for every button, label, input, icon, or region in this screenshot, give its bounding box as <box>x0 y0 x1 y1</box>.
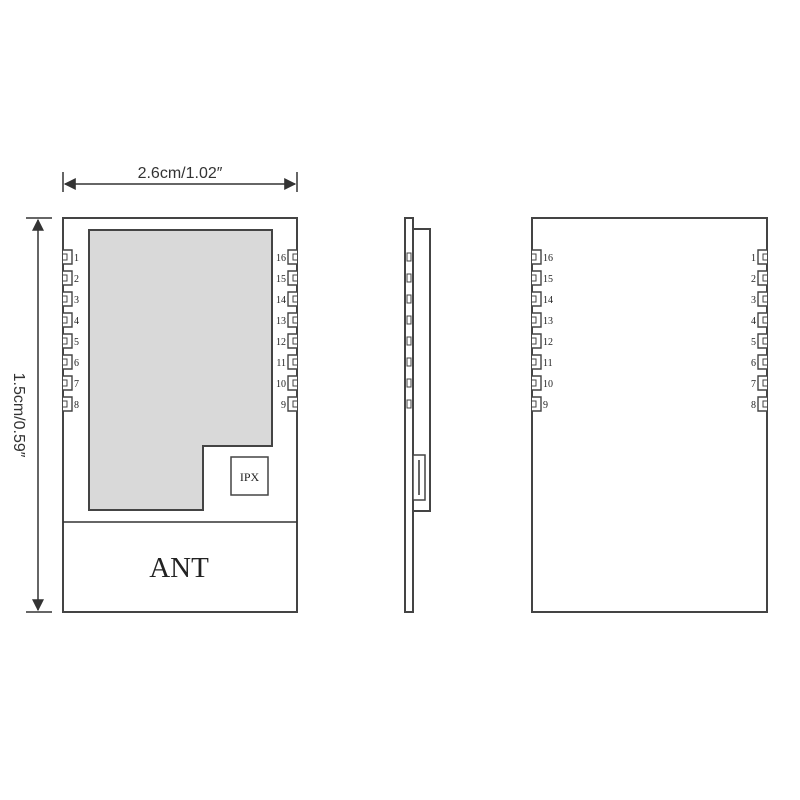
pin-pad-notch <box>762 379 767 387</box>
back-left-pins: 16 15 14 13 12 11 10 9 <box>532 249 553 412</box>
side-view <box>404 217 431 613</box>
pin-label: 16 <box>276 253 286 264</box>
pin-label: 10 <box>543 379 553 390</box>
pin-label: 1 <box>751 253 756 264</box>
antenna-label: ANT <box>149 552 209 584</box>
ipx-label: IPX <box>240 470 260 484</box>
side-pin <box>406 378 412 388</box>
pin-label: 9 <box>281 400 286 411</box>
pin-pad-notch <box>532 274 537 282</box>
pin-pad-notch <box>292 379 297 387</box>
pin-pad-notch <box>63 358 68 366</box>
height-dimension: 1.5cm/0.59″ <box>10 217 52 613</box>
pin-label: 10 <box>276 379 286 390</box>
pin-pad-notch <box>532 400 537 408</box>
pin-pad-notch <box>762 295 767 303</box>
pin-label: 11 <box>276 358 286 369</box>
pin-pad-notch <box>532 358 537 366</box>
pin-label: 8 <box>751 400 756 411</box>
pin-pad-notch <box>532 379 537 387</box>
side-pin <box>406 336 412 346</box>
pin-pad-notch <box>532 316 537 324</box>
pin-pad-notch <box>762 274 767 282</box>
pin-label: 1 <box>74 253 79 264</box>
pin-pad-notch <box>532 253 537 261</box>
pin-pad-notch <box>762 358 767 366</box>
pin-pad-notch <box>63 379 68 387</box>
pin-label: 6 <box>751 358 756 369</box>
pin-label: 4 <box>74 316 79 327</box>
side-pin <box>406 273 412 283</box>
rf-shield <box>88 229 273 511</box>
side-pins <box>406 252 412 409</box>
pin-pad-notch <box>532 295 537 303</box>
side-pin <box>406 252 412 262</box>
pin-label: 15 <box>276 274 286 285</box>
pin-label: 2 <box>751 274 756 285</box>
side-shield <box>412 228 431 512</box>
pin-pad-notch <box>762 253 767 261</box>
pin-label: 3 <box>74 295 79 306</box>
side-pin <box>406 357 412 367</box>
pin-pad-notch <box>292 295 297 303</box>
pin-label: 12 <box>543 337 553 348</box>
pin-pad-notch <box>292 337 297 345</box>
pin-label: 13 <box>543 316 553 327</box>
pin-pad-notch <box>63 400 68 408</box>
pin-label: 5 <box>74 337 79 348</box>
pin-pad-notch <box>63 274 68 282</box>
front-left-pins: 1 2 3 4 5 6 7 8 <box>63 249 79 412</box>
pin-pad-notch <box>292 358 297 366</box>
pin-label: 7 <box>74 379 79 390</box>
pin-label: 14 <box>543 295 553 306</box>
side-pin <box>406 294 412 304</box>
pin-pad-notch <box>63 295 68 303</box>
pin-label: 13 <box>276 316 286 327</box>
pin-label: 2 <box>74 274 79 285</box>
pin-pad-notch <box>63 337 68 345</box>
height-label: 1.5cm/0.59″ <box>10 373 27 458</box>
pin-pad-notch <box>292 274 297 282</box>
pin-pad-notch <box>762 400 767 408</box>
side-pin <box>406 315 412 325</box>
pin-label: 5 <box>751 337 756 348</box>
pin-pad-notch <box>292 253 297 261</box>
pin-label: 4 <box>751 316 756 327</box>
pin-label: 9 <box>543 400 548 411</box>
pin-label: 14 <box>276 295 286 306</box>
pin-label: 8 <box>74 400 79 411</box>
pin-label: 16 <box>543 253 553 264</box>
back-board-outline <box>531 217 768 613</box>
width-label: 2.6cm/1.02″ <box>138 165 223 182</box>
pin-pad-notch <box>762 316 767 324</box>
back-right-pins: 1 2 3 4 5 6 7 8 <box>751 249 767 412</box>
pin-pad-notch <box>762 337 767 345</box>
pin-pad-notch <box>63 253 68 261</box>
pin-pad-notch <box>532 337 537 345</box>
pin-pad-notch <box>292 400 297 408</box>
side-pin <box>406 399 412 409</box>
pin-label: 15 <box>543 274 553 285</box>
pin-label: 6 <box>74 358 79 369</box>
pin-label: 7 <box>751 379 756 390</box>
width-dimension: 2.6cm/1.02″ <box>62 165 298 192</box>
pin-pad-notch <box>292 316 297 324</box>
front-right-pins: 16 15 14 13 12 11 10 9 <box>276 249 297 412</box>
pin-pad-notch <box>63 316 68 324</box>
pin-label: 11 <box>543 358 553 369</box>
pin-label: 12 <box>276 337 286 348</box>
ipx-connector <box>230 456 269 496</box>
pin-label: 3 <box>751 295 756 306</box>
